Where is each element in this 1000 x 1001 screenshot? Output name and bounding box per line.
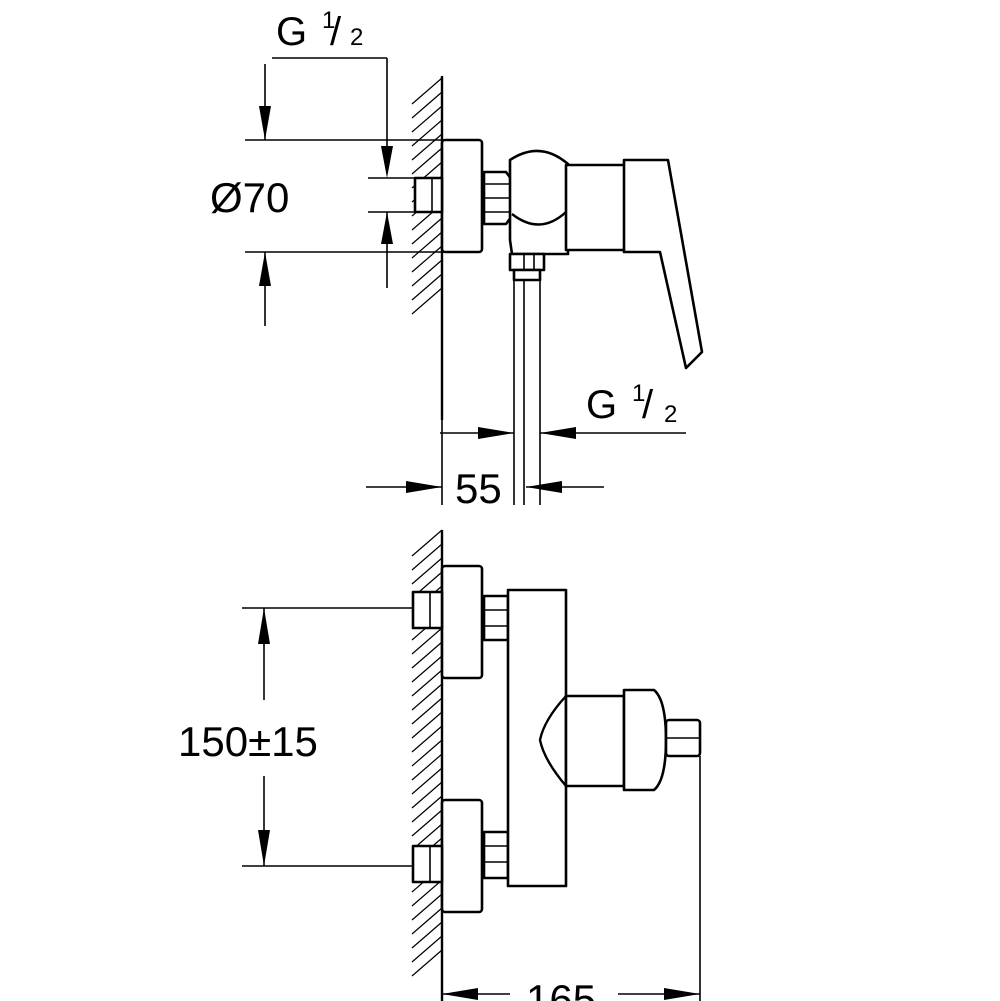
depth-label: 165 — [526, 976, 596, 1001]
diameter-label: Ø70 — [210, 174, 289, 221]
hatch-line — [411, 543, 443, 571]
center-distance-label: 150±15 — [178, 718, 318, 765]
hatch-line — [411, 907, 443, 935]
thread-label-side: G — [586, 383, 617, 427]
hatch-line — [411, 231, 443, 259]
stub-lower — [411, 844, 444, 884]
hatch-line — [411, 935, 443, 963]
hatch-line — [411, 921, 443, 949]
hatch-line — [411, 697, 443, 725]
thread-stub-top — [413, 176, 444, 214]
hatch-line — [411, 529, 443, 557]
projection-label: 55 — [455, 465, 502, 512]
thread-denominator-side: 2 — [664, 401, 677, 428]
hatch-line — [411, 669, 443, 697]
hatch-line — [411, 893, 443, 921]
hatch-line — [411, 641, 443, 669]
hatch-line — [411, 795, 443, 823]
hatch-line — [411, 627, 443, 655]
hatch-line — [411, 147, 443, 175]
thread-slash-top: / — [330, 10, 342, 54]
outlet-thread-top — [512, 268, 542, 282]
thread-numerator-side: 1 — [632, 380, 645, 407]
stub-upper — [411, 590, 444, 630]
cartridge-housing-top — [564, 163, 630, 252]
mixer-body-front — [506, 588, 568, 888]
cartridge-front — [564, 694, 626, 788]
hatch-line — [411, 287, 443, 315]
rosette-upper — [440, 564, 484, 680]
hatch-line — [411, 725, 443, 753]
rosette-lower — [440, 798, 484, 914]
thread-numerator-top: 1 — [322, 7, 335, 34]
wall-rosette-top — [440, 138, 484, 254]
hatch-line — [411, 655, 443, 683]
hatch-line — [411, 77, 443, 105]
top-view: G 1 / 2 Ø70 G 1 / 2 55 — [210, 7, 704, 512]
hatch-line — [411, 273, 443, 301]
hatch-line — [411, 105, 443, 133]
hatch-line — [411, 683, 443, 711]
hatch-line — [411, 809, 443, 837]
nut-lower — [482, 830, 510, 880]
hatch-line — [411, 259, 443, 287]
hatch-line — [411, 217, 443, 245]
hatch-line — [411, 133, 443, 161]
hatch-line — [411, 767, 443, 795]
hatch-line — [411, 91, 443, 119]
hatch-line — [411, 753, 443, 781]
outlet-nut-top — [508, 252, 546, 272]
thread-denominator-top: 2 — [350, 24, 363, 51]
hatch-line — [411, 879, 443, 907]
nut-upper — [482, 594, 510, 642]
hatch-line — [411, 119, 443, 147]
thread-label-top: G — [276, 10, 307, 54]
hatch-line — [411, 557, 443, 585]
hatch-line — [411, 245, 443, 273]
cap-front — [622, 688, 668, 792]
mixer-body-top — [508, 149, 570, 256]
hatch-line — [411, 781, 443, 809]
hatch-line — [411, 739, 443, 767]
hatch-line — [411, 711, 443, 739]
hatch-line — [411, 949, 443, 977]
lever-top — [622, 158, 704, 370]
thread-slash-side: / — [642, 383, 654, 427]
front-view: 150±15 165 — [178, 529, 702, 1001]
